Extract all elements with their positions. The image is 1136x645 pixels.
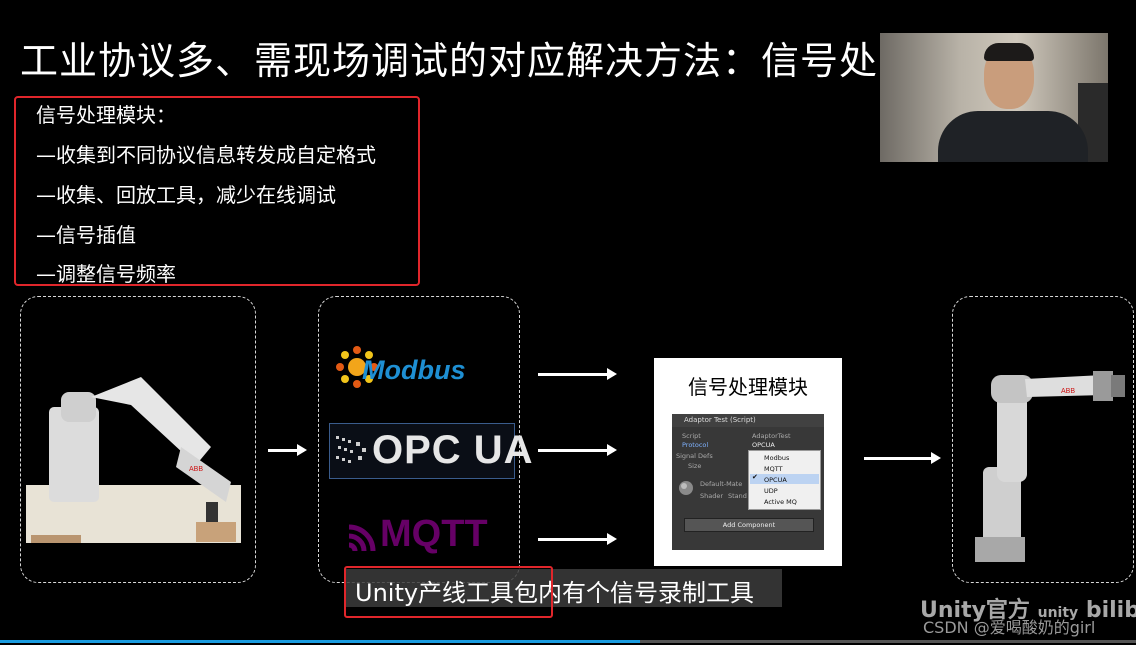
arrow-icon <box>268 444 307 456</box>
dropdown-option-mqtt[interactable]: MQTT <box>764 465 783 473</box>
presenter-hair <box>984 43 1034 61</box>
robot-brand-label: ABB <box>1061 388 1075 395</box>
csdn-watermark: CSDN @爱喝酸奶的girl <box>923 618 1096 637</box>
opcua-logo-frame <box>329 423 515 479</box>
shader-label: Shader <box>700 492 724 500</box>
protocol-value[interactable]: OPCUA <box>752 441 775 449</box>
modbus-logo-text: Modbus <box>362 355 466 385</box>
arrow-icon <box>538 533 617 545</box>
subtitle-highlight-box <box>344 566 553 618</box>
robot-arm-photo: ABB <box>26 377 241 543</box>
bullet-highlight-box <box>14 96 420 286</box>
bullet-heading: 信号处理模块： <box>36 103 176 127</box>
watermark-channel: Unity官方 <box>920 598 1030 623</box>
modbus-logo-icon <box>336 346 378 388</box>
arrow-icon <box>864 452 941 464</box>
component-header: Adaptor Test (Script) <box>672 414 824 427</box>
script-value: AdaptorTest <box>752 432 791 440</box>
dropdown-option-udp[interactable]: UDP <box>764 487 778 495</box>
checkmark-icon: ✔ <box>752 473 758 481</box>
mqtt-logo-icon <box>348 524 376 552</box>
robot-real-image-frame: ABB <box>20 296 256 583</box>
video-progress-remaining[interactable] <box>640 640 1136 643</box>
protocol-dropdown-menu[interactable]: ✔ Modbus MQTT OPCUA UDP Active MQ <box>748 450 821 510</box>
dropdown-option-opcua[interactable]: OPCUA <box>764 476 787 484</box>
subtitle-background <box>346 569 782 607</box>
material-sphere-icon <box>679 481 693 495</box>
size-label: Size <box>688 462 702 470</box>
signal-defs-label: Signal Defs <box>676 452 713 460</box>
opcua-logo-icon <box>336 436 366 463</box>
presenter-body <box>938 111 1088 162</box>
robot-arm-3d-model: ABB <box>975 371 1125 562</box>
bullet-item: —收集到不同协议信息转发成自定格式 <box>36 143 376 167</box>
panel-title: 信号处理模块 <box>688 375 808 399</box>
opcua-logo-text: OPC UA <box>372 428 534 472</box>
signal-module-panel: 信号处理模块 Adaptor Test (Script) Script Adap… <box>654 358 842 566</box>
shader-value: Stand <box>728 492 747 500</box>
dropdown-selected-highlight <box>750 474 819 484</box>
video-progress-bar[interactable] <box>0 640 640 643</box>
script-label: Script <box>682 432 701 440</box>
bullet-item: —信号插值 <box>36 223 136 247</box>
mqtt-logo-text: MQTT <box>380 513 488 555</box>
arrow-icon <box>538 368 617 380</box>
bullet-item: —调整信号频率 <box>36 262 176 286</box>
bullet-item: —收集、回放工具，减少在线调试 <box>36 183 336 207</box>
dropdown-option-activemq[interactable]: Active MQ <box>764 498 797 506</box>
video-subtitle: Unity产线工具包内有个信号录制工具 <box>355 579 755 607</box>
material-label: Default-Mate <box>700 480 743 488</box>
webcam-presenter-video <box>880 33 1108 162</box>
unity-inspector-screenshot: Adaptor Test (Script) Script AdaptorTest… <box>672 414 824 550</box>
arrow-icon <box>538 444 617 456</box>
unity-logo-text: unity <box>1037 605 1079 621</box>
dropdown-option-modbus[interactable]: Modbus <box>764 454 790 462</box>
slide-title: 工业协议多、需现场调试的对应解决方法：信号处 <box>20 39 879 83</box>
robot-digital-twin-frame: ABB <box>952 296 1134 583</box>
robot-brand-label: ABB <box>189 466 203 473</box>
protocol-label: Protocol <box>682 441 709 449</box>
bilibili-watermark: Unity官方 unity bilibili <box>920 592 1136 624</box>
bilibili-logo-text: bilibili <box>1085 598 1136 623</box>
add-component-button[interactable]: Add Component <box>684 518 814 532</box>
